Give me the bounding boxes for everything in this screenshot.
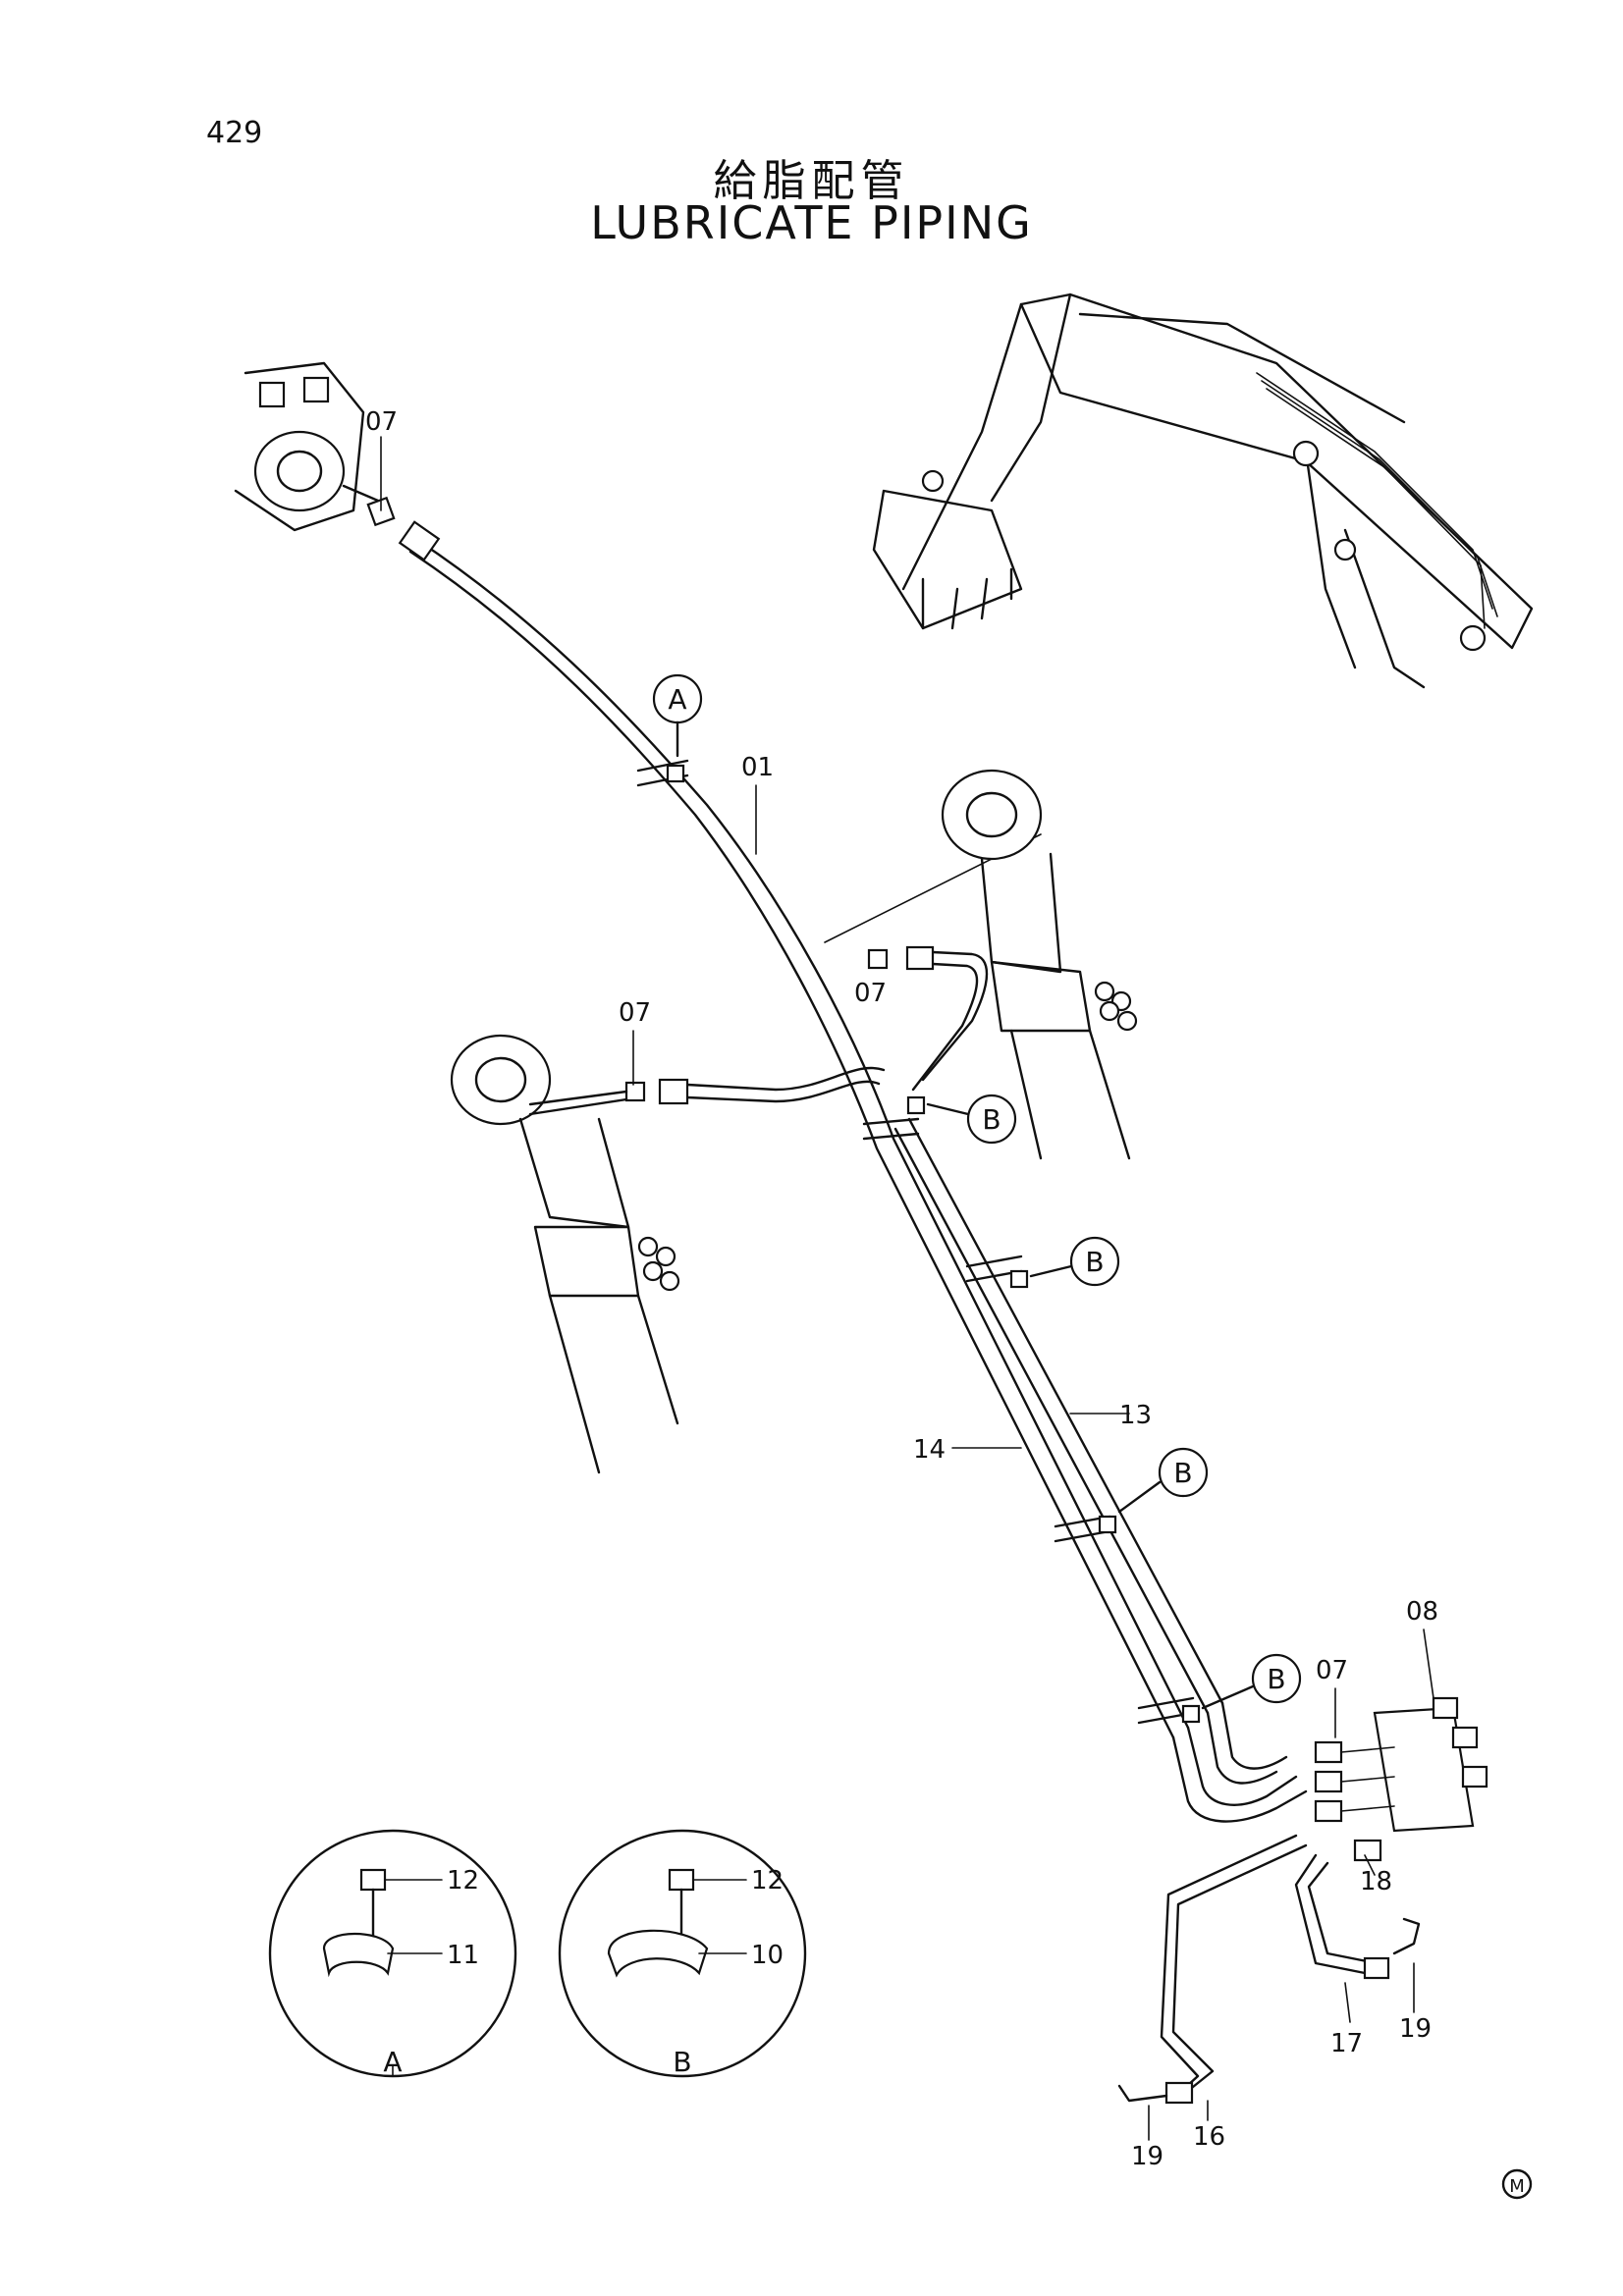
branch-hoses [624,833,1042,1105]
main-hose-bundle [398,520,1308,1823]
callout-07-foot: 07 [365,407,398,437]
detail-view-a: 12 11 A [268,1829,517,2078]
right-cylinder-illustration [941,769,1138,1160]
svg-text:M: M [1509,2176,1525,2197]
callout-07-left-cylinder: 07 [619,998,651,1028]
detail-bubble-b-3: B [1117,1447,1209,1514]
page-number: 429 [206,116,263,150]
distribution-block [1314,1696,1488,1862]
detail-b-callout-12: 12 [751,1866,784,1896]
callout-14: 14 [913,1435,946,1465]
callout-07-block: 07 [1316,1656,1348,1685]
hose-clamps [636,759,1201,1725]
svg-text:A: A [668,683,686,716]
detail-bubble-b-2: B [1029,1236,1120,1287]
callout-16: 16 [1193,2122,1225,2152]
left-cylinder-illustration [450,1034,680,1474]
svg-text:B: B [1267,1663,1285,1695]
callout-07-right-cylinder: 07 [854,979,887,1008]
circled-marker: M [1501,2168,1533,2200]
boom-foot-pin-illustration [234,361,396,532]
lower-branch-pipes [1117,1834,1421,2105]
callout-19-right: 19 [1399,2014,1432,2044]
overview-arm-illustration [872,293,1534,689]
title-english: LUBRICATE PIPING [590,196,1033,249]
detail-b-callout-10: 10 [751,1941,784,1970]
detail-bubble-b-4: B [1201,1653,1302,1710]
callout-leaders [380,436,1434,2141]
detail-bubble-a: A [652,673,703,758]
detail-a-callout-12: 12 [447,1866,479,1896]
detail-b-label: B [673,2046,691,2078]
svg-text:B: B [1173,1457,1192,1489]
detail-view-b: 12 10 B [558,1829,807,2078]
callout-18: 18 [1360,1867,1392,1896]
detail-bubble-b-1: B [926,1094,1017,1145]
detail-a-callout-11: 11 [447,1941,479,1970]
title-japanese: 給脂配管 [713,156,910,206]
callout-13: 13 [1119,1401,1152,1430]
svg-text:B: B [1085,1246,1104,1278]
detail-a-label: A [383,2046,402,2078]
callout-08: 08 [1406,1597,1438,1627]
callout-19-left: 19 [1131,2142,1163,2171]
callout-17: 17 [1330,2029,1363,2058]
svg-text:B: B [982,1103,1001,1136]
callout-01: 01 [741,753,774,782]
